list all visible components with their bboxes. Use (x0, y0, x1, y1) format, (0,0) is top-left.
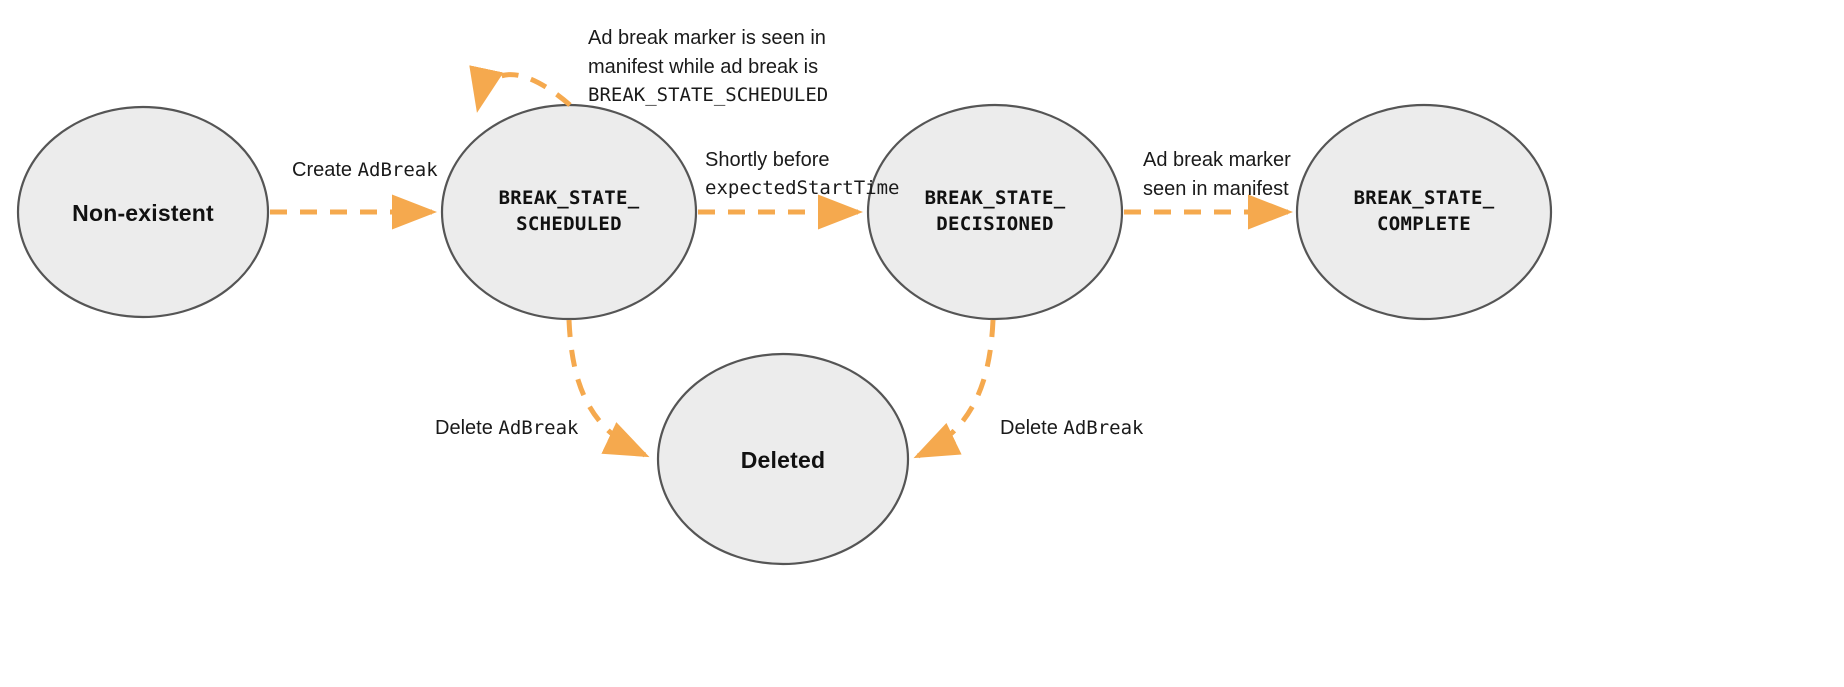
edge-label-text: seen in manifest (1143, 178, 1289, 200)
edge-label-code: expectedStartTime (705, 177, 900, 199)
edge-delete-adbreak-from-scheduled (566, 319, 650, 458)
edge-label-shortly-before-expected-start-time: Shortly before expectedStartTime (705, 146, 905, 203)
edge-label-self-loop-scheduled: Ad break marker is seen in manifest whil… (588, 24, 898, 110)
edge-label-text: Create (292, 159, 358, 181)
edge-label-code: BREAK_STATE_SCHEDULED (588, 84, 829, 106)
node-break-state-scheduled[interactable] (440, 103, 698, 321)
edge-self-loop-scheduled (469, 65, 572, 113)
edge-delete-adbreak-from-decisioned (913, 319, 996, 459)
node-deleted[interactable] (656, 352, 910, 566)
edge-label-text: manifest while ad break is (588, 56, 819, 78)
edge-label-code: AdBreak (357, 159, 438, 181)
node-non-existent[interactable] (16, 105, 270, 319)
edge-label-ad-break-marker-seen-in-manifest: Ad break marker seen in manifest (1143, 146, 1323, 204)
edge-label-text: Delete (435, 417, 499, 439)
edge-label-create-adbreak: Create AdBreak (292, 156, 438, 185)
edge-label-code: AdBreak (498, 417, 579, 439)
edge-label-text: Delete (1000, 417, 1064, 439)
edge-label-delete-adbreak-from-scheduled: Delete AdBreak (435, 414, 578, 443)
edge-label-text: Ad break marker is seen in (588, 27, 826, 49)
edge-label-text: Shortly before (705, 149, 830, 171)
edge-label-text: Ad break marker (1143, 149, 1291, 171)
edge-label-code: AdBreak (1063, 417, 1144, 439)
node-break-state-decisioned[interactable] (866, 103, 1124, 321)
edge-label-delete-adbreak-from-decisioned: Delete AdBreak (1000, 414, 1143, 443)
node-break-state-complete[interactable] (1295, 103, 1553, 321)
